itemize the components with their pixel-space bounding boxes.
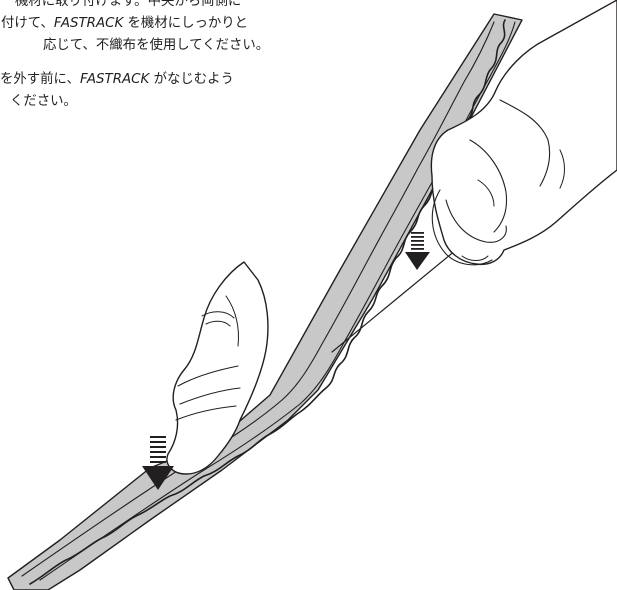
upper-hand-finger-line <box>469 139 508 233</box>
upper-hand <box>430 0 617 266</box>
line-text: を外す前に、 <box>0 72 80 87</box>
instruction-line-2: 付けて、FASTRACK を機材にしっかりと <box>1 13 360 35</box>
instruction-line-3: 応じて、不織布を使用してください。 <box>43 35 360 57</box>
instruction-line-1: 機材に取り付けます。中央から両側に <box>15 0 360 13</box>
upper-hand-thumb <box>445 199 507 243</box>
lower-hand <box>166 261 269 475</box>
line-text: がなじむよう <box>149 72 234 87</box>
line-text: 機材に取り付けます。中央から両側に <box>15 0 242 9</box>
backing-loop <box>431 189 493 266</box>
brand-name: FASTRACK <box>53 16 124 31</box>
line-text: 付けて、 <box>1 16 54 31</box>
upper-hand-nail <box>461 255 489 261</box>
lower-hand-edge <box>225 295 239 347</box>
line-text: 応じて、不織布を使用してください。 <box>43 38 270 53</box>
tape-stripe-upper <box>39 21 516 581</box>
lower-hand-fold <box>175 365 241 421</box>
down-arrow-icon <box>142 436 174 490</box>
backing-paper-line <box>331 249 457 353</box>
line-text: ください。 <box>10 94 77 109</box>
lower-hand-nail <box>201 311 235 327</box>
down-arrow-icon <box>405 232 430 270</box>
tape-seam-line <box>29 19 506 585</box>
brand-name: FASTRACK <box>79 72 150 87</box>
instruction-line-4: を外す前に、FASTRACK がなじむよう <box>0 69 360 91</box>
upper-hand-finger-line <box>499 99 551 187</box>
line-text: を機材にしっかりと <box>123 16 249 31</box>
upper-hand-knuckle <box>477 149 565 207</box>
instruction-line-5: ください。 <box>10 91 360 113</box>
instruction-text: 機材に取り付けます。中央から両側に 付けて、FASTRACK を機材にしっかりと… <box>0 0 360 113</box>
